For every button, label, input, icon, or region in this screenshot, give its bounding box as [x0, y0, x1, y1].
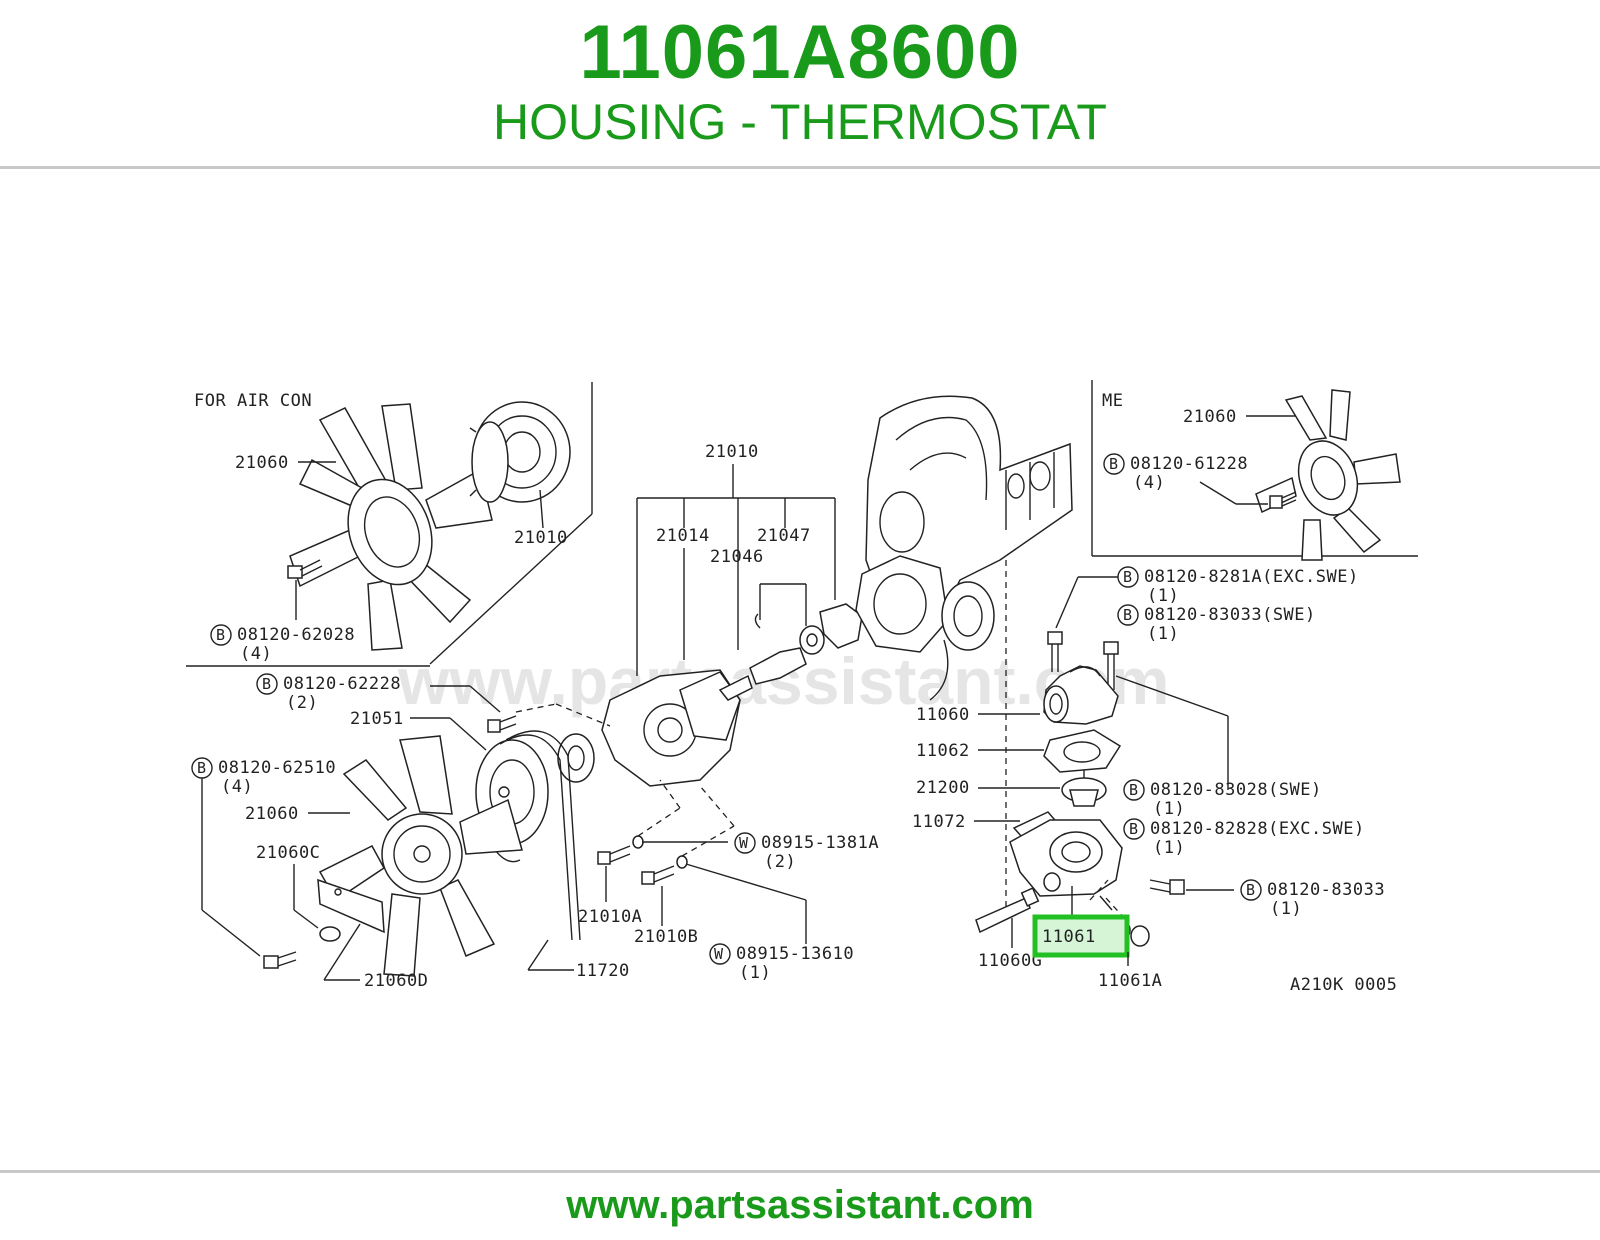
part-label-08120-83033: 08120-83033 — [1267, 880, 1385, 900]
fan-bolt-drawing — [263, 951, 297, 969]
part-label-11060G: 11060G — [978, 951, 1042, 971]
highlighted-part-box[interactable] — [1032, 914, 1130, 958]
footer-website-url[interactable]: www.partsassistant.com — [566, 1183, 1034, 1227]
part-label-08120-62228: 08120-62228 — [283, 674, 401, 694]
bolt-symbol-B-5: B — [1123, 568, 1132, 586]
part-label-21060-ac: 21060 — [235, 453, 289, 473]
part-label-08120-83028: 08120-83028(SWE) — [1150, 780, 1322, 800]
bolt-symbol-B-6: B — [1123, 606, 1132, 624]
part-label-11060: 11060 — [916, 705, 970, 725]
temp-sensor-11060G-drawing — [975, 887, 1040, 934]
part-label-11072: 11072 — [912, 812, 966, 832]
part-label-21060D: 21060D — [364, 971, 428, 991]
part-label-21014: 21014 — [656, 526, 710, 546]
part-label-21046: 21046 — [710, 547, 764, 567]
gasket-11062-drawing — [1043, 729, 1122, 773]
fan-clutch-drawing — [469, 401, 571, 503]
part-name-subtitle: HOUSING - THERMOSTAT — [493, 94, 1107, 150]
me-section-frame — [1091, 380, 1418, 557]
pump-callout-bracket — [636, 464, 836, 676]
part-label-21010-pump: 21010 — [705, 442, 759, 462]
bolt-symbol-B-3: B — [197, 759, 206, 777]
part-label-08120-61228: 08120-61228 — [1130, 454, 1248, 474]
diagram-reference-code: A210K 0005 — [1290, 975, 1397, 995]
bolt-symbol-B-1: B — [216, 626, 225, 644]
part-label-08915-1381A: 08915-1381A — [761, 833, 879, 853]
qty-label-83033: (1) — [1270, 899, 1302, 919]
bolt-symbol-B-4: B — [1109, 455, 1118, 473]
part-label-11720: 11720 — [576, 961, 630, 981]
header: 11061A8600 HOUSING - THERMOSTAT — [0, 0, 1600, 168]
part-label-21047: 21047 — [757, 526, 811, 546]
air-con-section-label: FOR AIR CON — [194, 391, 312, 411]
water-outlet-11060-drawing — [1043, 665, 1119, 725]
qty-label-83028: (1) — [1153, 799, 1185, 819]
part-label-21010-ac: 21010 — [514, 528, 568, 548]
qty-label-62228: (2) — [286, 693, 318, 713]
housing-side-bolt-drawing — [1149, 879, 1185, 895]
qty-label-13610: (1) — [739, 963, 771, 983]
air-con-section-frame — [186, 382, 593, 667]
bolt-symbol-B-9: B — [1246, 881, 1255, 899]
part-label-21010B: 21010B — [634, 927, 698, 947]
me-fan-drawing — [1255, 389, 1401, 561]
qty-label-61228: (4) — [1133, 473, 1165, 493]
highlighted-part-label[interactable]: 11061 — [1042, 927, 1096, 947]
top-divider — [0, 166, 1600, 169]
bracket-21060D-drawing — [317, 878, 385, 934]
qty-label-62028: (4) — [240, 644, 272, 664]
qty-label-83033-swe: (1) — [1147, 624, 1179, 644]
part-label-21060-fan: 21060 — [245, 804, 299, 824]
bottom-divider — [0, 1170, 1600, 1173]
pump-bolt-drawing — [487, 715, 517, 733]
washer-21060C-drawing — [319, 926, 341, 942]
part-label-08120-62028: 08120-62028 — [237, 625, 355, 645]
part-label-21010A: 21010A — [578, 907, 642, 927]
bolt-symbol-B-2: B — [262, 675, 271, 693]
thermostat-21200-drawing — [1061, 770, 1107, 807]
part-label-08120-8281A: 08120-8281A(EXC.SWE) — [1144, 567, 1359, 587]
me-bolt-drawing — [1269, 491, 1297, 509]
part-label-11061A: 11061A — [1098, 971, 1162, 991]
qty-label-8281A: (1) — [1147, 586, 1179, 606]
qty-label-1381A: (2) — [764, 852, 796, 872]
qty-label-62510: (4) — [221, 777, 253, 797]
washer-symbol-W-2: W — [714, 945, 724, 963]
air-con-fan-drawing — [289, 403, 493, 651]
bolt-symbol-B-7: B — [1129, 781, 1138, 799]
thermostat-housing-11061-drawing — [1009, 819, 1123, 911]
part-label-11062: 11062 — [916, 741, 970, 761]
part-label-08120-82828: 08120-82828(EXC.SWE) — [1150, 819, 1365, 839]
part-label-08120-83033-swe: 08120-83033(SWE) — [1144, 605, 1316, 625]
part-label-21051: 21051 — [350, 709, 404, 729]
part-label-08915-13610: 08915-13610 — [736, 944, 854, 964]
part-label-08120-62510: 08120-62510 — [218, 758, 336, 778]
part-label-21200: 21200 — [916, 778, 970, 798]
me-section-label: ME — [1102, 391, 1123, 411]
thermostat-bolts-top-drawing — [1047, 631, 1119, 690]
pump-mount-bolts-drawing — [597, 835, 688, 885]
qty-label-82828: (1) — [1153, 838, 1185, 858]
air-con-bolt-drawing — [287, 559, 323, 579]
water-pump-body-drawing — [557, 603, 863, 787]
part-label-21060C: 21060C — [256, 843, 320, 863]
part-number-title: 11061A8600 — [579, 10, 1021, 95]
bolt-symbol-B-8: B — [1129, 820, 1138, 838]
washer-symbol-W-1: W — [739, 834, 749, 852]
engine-block-drawing — [855, 395, 1073, 701]
part-label-21060-me: 21060 — [1183, 407, 1237, 427]
